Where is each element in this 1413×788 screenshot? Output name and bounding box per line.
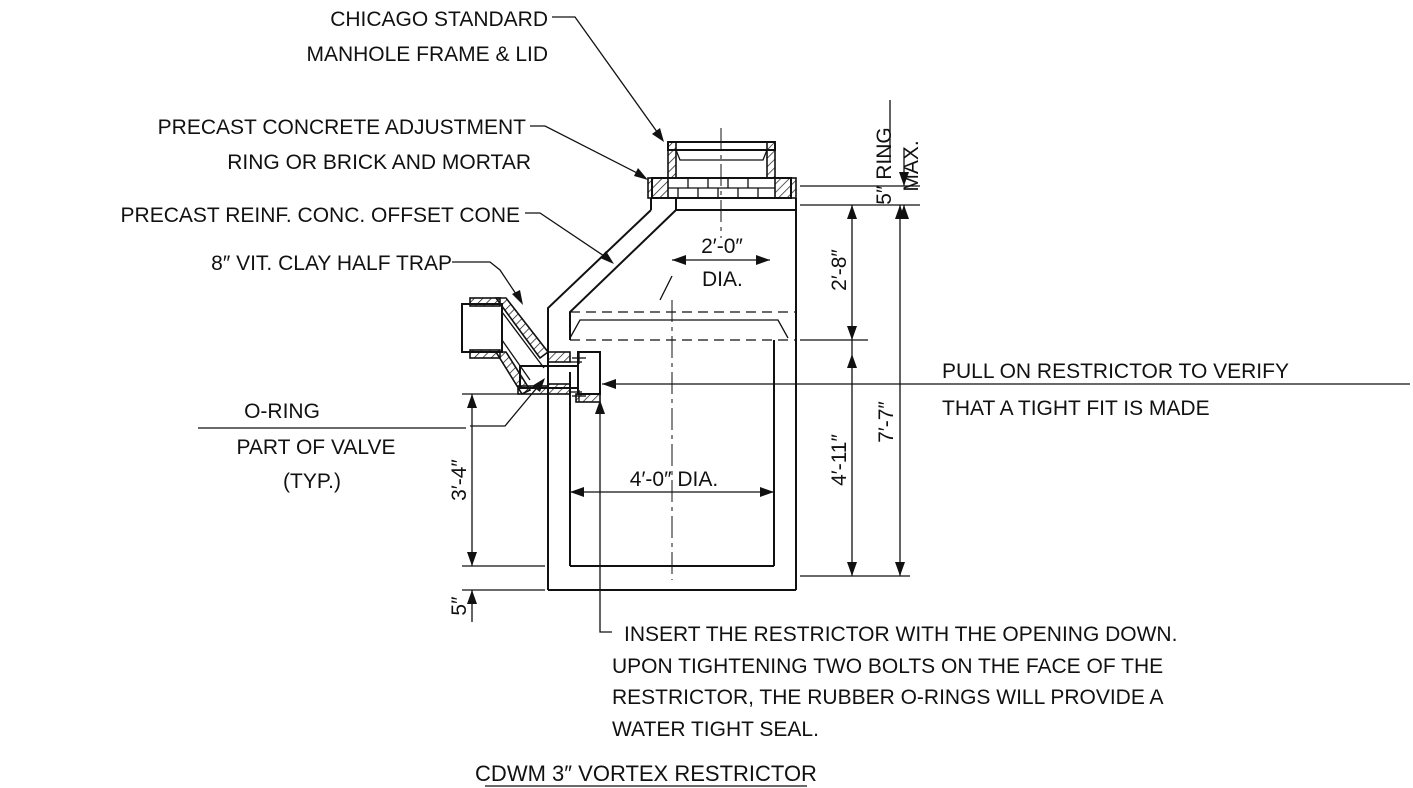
opening-dia-dim-line2: DIA.: [702, 268, 743, 291]
adjustment-ring: [647, 177, 797, 199]
insert-label-line3: RESTRICTOR, THE RUBBER O-RINGS WILL PROV…: [612, 686, 1164, 709]
opening-dia-dim-line1: 2′-0″: [701, 235, 743, 258]
leader-lines: [452, 16, 940, 633]
invert-height-dim: 3′-4″: [448, 459, 471, 501]
adjustment-label-line2: RING OR BRICK AND MORTAR: [227, 151, 531, 174]
insert-label-line2: UPON TIGHTENING TWO BOLTS ON THE FACE OF…: [612, 655, 1163, 678]
oring-label-line1: O-RING: [244, 400, 320, 423]
adjustment-label-line1: PRECAST CONCRETE ADJUSTMENT: [158, 116, 526, 139]
total-height-dim: 7′-7″: [875, 401, 898, 443]
oring-label-line3: (TYP.): [283, 470, 341, 493]
half-trap-label: 8″ VIT. CLAY HALF TRAP: [211, 252, 452, 275]
barrel-height-dim: 4′-11″: [828, 434, 851, 486]
dimension-lines: [462, 148, 920, 622]
offset-cone: [547, 198, 797, 352]
barrel-dia-dim: 4′-0″ DIA.: [630, 468, 718, 491]
vortex-restrictor: [519, 351, 601, 403]
manhole-structure: [547, 128, 797, 591]
frame-lid-label-line2: MANHOLE FRAME & LID: [306, 43, 548, 66]
base-thickness-dim: 5″: [448, 596, 471, 616]
offset-cone-label: PRECAST REINF. CONC. OFFSET CONE: [121, 204, 520, 227]
pull-label-line1: PULL ON RESTRICTOR TO VERIFY: [942, 360, 1289, 383]
insert-label-line4: WATER TIGHT SEAL.: [612, 718, 819, 741]
pull-label-line2: THAT A TIGHT FIT IS MADE: [942, 397, 1210, 420]
callout-labels: CHICAGO STANDARD MANHOLE FRAME & LID PRE…: [121, 8, 1410, 741]
ring-max-dim-line1: 5″ RING: [873, 127, 896, 204]
frame-lid-label-line1: CHICAGO STANDARD: [330, 8, 548, 31]
ring-max-dim-line2: MAX.: [900, 140, 923, 191]
dimension-labels: 5″ RING MAX. 2′-0″ DIA. 2′-8″ 4′-11″ 7′-…: [448, 100, 923, 616]
drawing-title: CDWM 3″ VORTEX RESTRICTOR: [475, 761, 817, 786]
clay-half-trap: [461, 297, 550, 396]
insert-label-line1: INSERT THE RESTRICTOR WITH THE OPENING D…: [624, 623, 1177, 646]
drawing-title-block: CDWM 3″ VORTEX RESTRICTOR: [475, 761, 817, 787]
cone-height-dim: 2′-8″: [828, 249, 851, 291]
oring-label-line2: PART OF VALVE: [236, 436, 395, 459]
